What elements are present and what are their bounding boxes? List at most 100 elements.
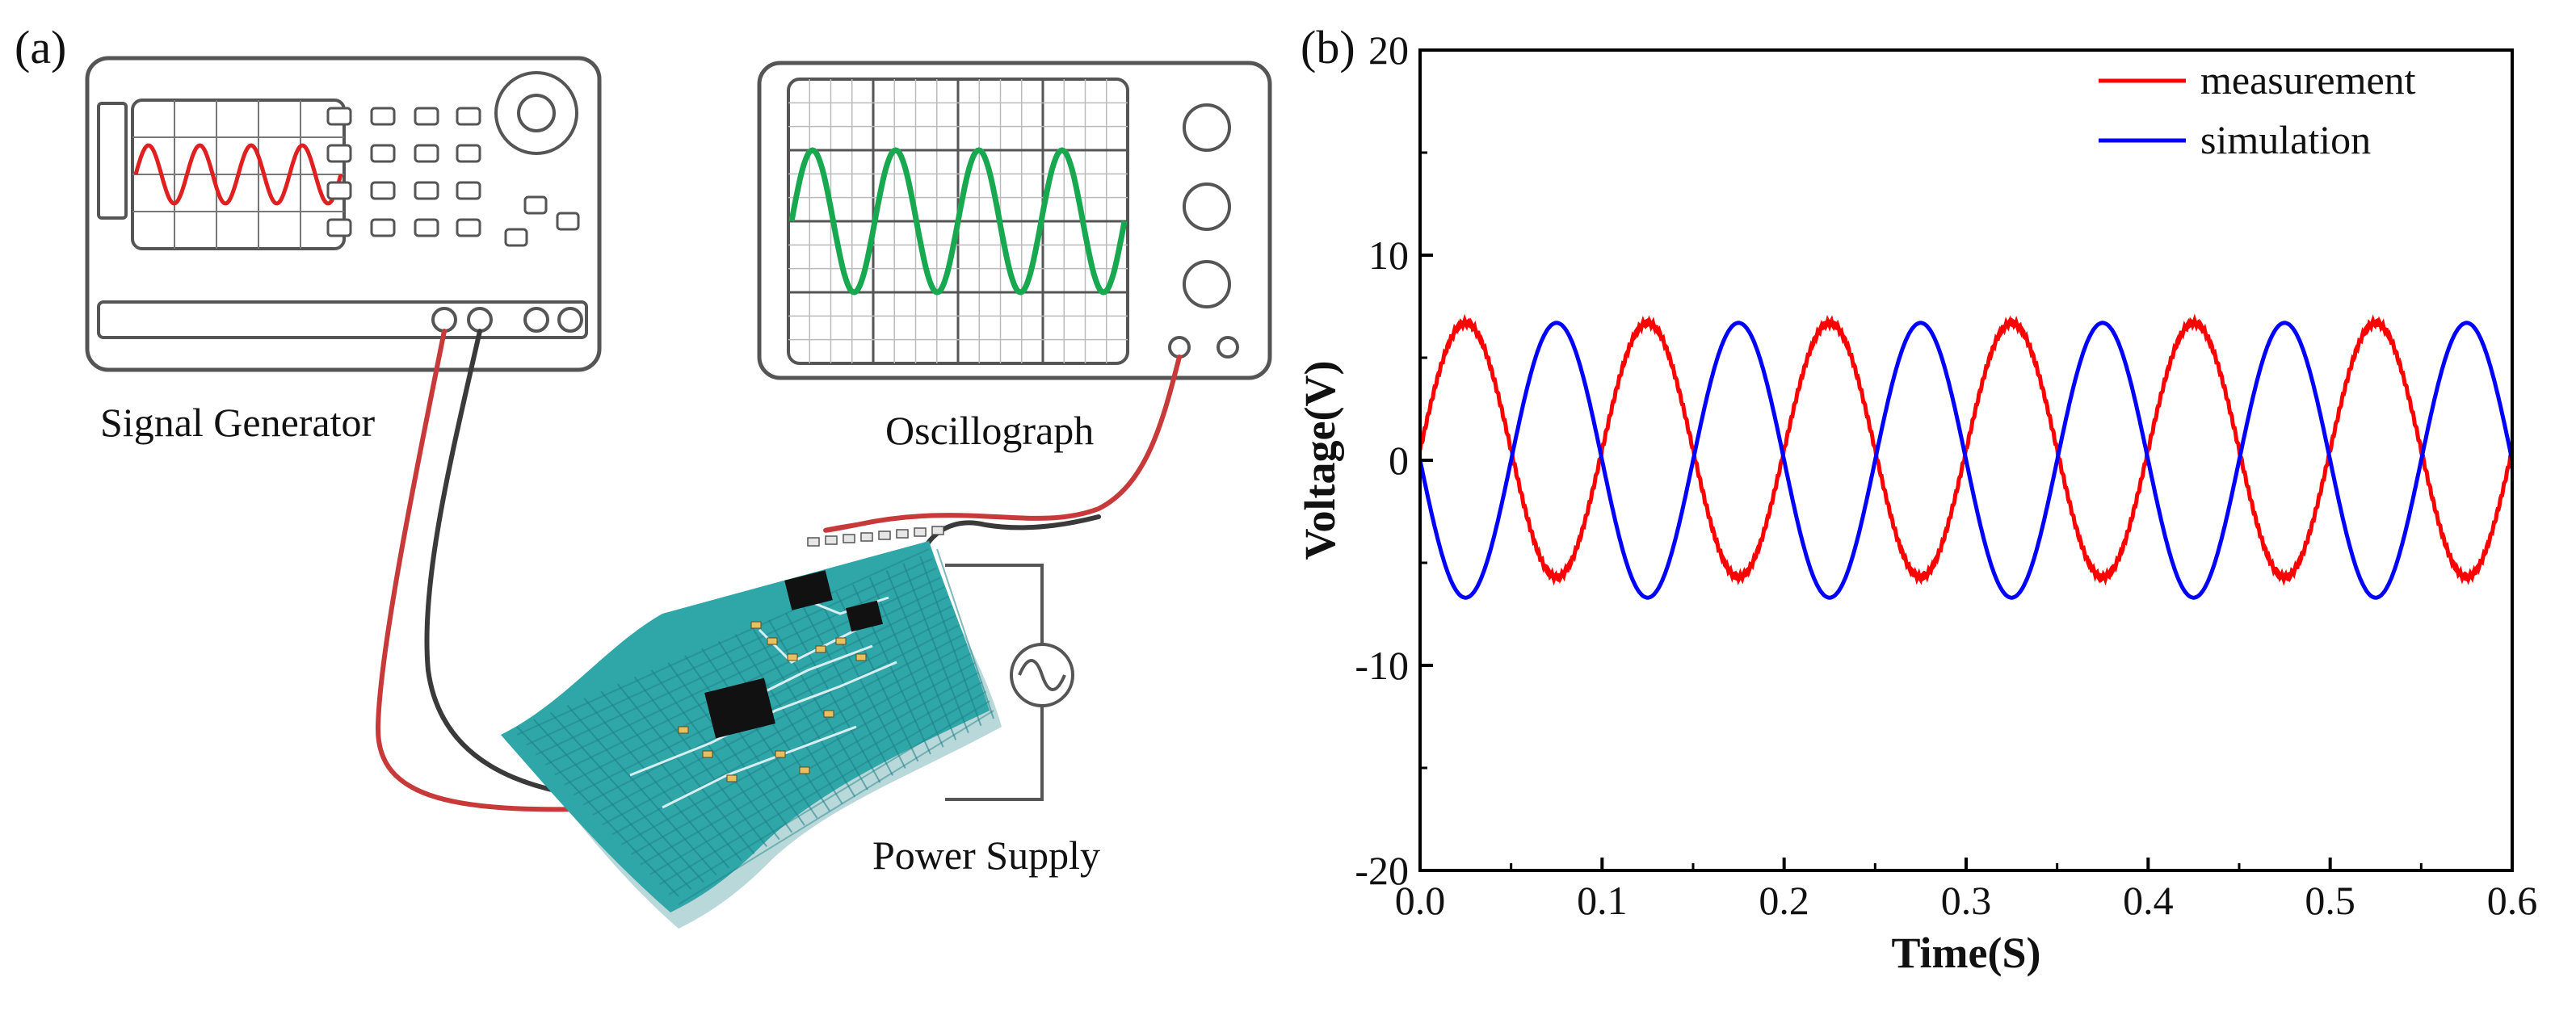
oscillograph-port — [1168, 336, 1191, 359]
smd-component — [855, 653, 867, 661]
keypad-button — [326, 107, 352, 126]
smd-component — [835, 637, 847, 645]
oscillograph-label: Oscillograph — [885, 408, 1094, 453]
connector-pins — [807, 526, 944, 547]
weave-line — [919, 556, 982, 727]
y-tick-label: -20 — [1355, 848, 1409, 893]
weave-line — [717, 640, 831, 812]
panel-a-label: (a) — [15, 21, 66, 73]
panel-a: (a) Signal Generator — [15, 21, 1272, 929]
weave-line — [801, 605, 894, 776]
weave-line — [700, 648, 818, 819]
keypad-button — [456, 218, 481, 237]
oscillograph-knob — [1183, 260, 1231, 308]
connector-pin — [878, 531, 891, 540]
weave-line — [936, 548, 994, 719]
x-tick-label: 0.6 — [2487, 878, 2538, 923]
y-axis-label: Voltage(V) — [1296, 361, 1344, 560]
smd-component — [799, 766, 810, 774]
y-tick-label: 20 — [1368, 27, 1409, 73]
oscillograph-knob — [1183, 182, 1231, 231]
connector-pin — [914, 527, 927, 537]
y-tick-label: -10 — [1355, 643, 1409, 688]
red-wire-generator — [375, 329, 632, 812]
chip-large — [704, 677, 775, 739]
connector-pin — [860, 532, 873, 542]
weave-line — [533, 719, 692, 890]
x-tick-label: 0.2 — [1759, 878, 1809, 923]
keypad-button — [370, 107, 396, 126]
keypad-button — [414, 107, 439, 126]
red-wire-oscillograph — [823, 354, 1182, 533]
keypad-button — [326, 181, 352, 200]
weave-line — [751, 627, 856, 798]
keypad-button — [414, 181, 439, 200]
chip-medium — [784, 570, 833, 610]
signal-generator — [85, 56, 602, 372]
signal-generator-port — [557, 307, 583, 333]
keypad-button — [370, 144, 396, 163]
keypad-button — [523, 195, 548, 215]
smd-component — [767, 637, 778, 645]
smd-component — [678, 726, 689, 734]
weave-line — [526, 557, 934, 746]
wires — [375, 329, 1182, 812]
weave-line — [668, 700, 990, 895]
x-tick-label: 0.5 — [2305, 878, 2355, 923]
weave-line — [818, 598, 906, 770]
oscillograph-knob — [1183, 103, 1231, 152]
smd-component — [823, 710, 834, 718]
weave-line — [658, 690, 987, 886]
signal-generator-wave — [133, 143, 343, 206]
panel-b-label: (b) — [1301, 21, 1355, 73]
weave-line — [566, 704, 717, 876]
weave-line — [617, 683, 755, 854]
smd-components — [678, 621, 867, 782]
keypad-button — [456, 107, 481, 126]
black-wire-board — [918, 514, 1101, 560]
smd-component — [787, 653, 798, 661]
connector-pin — [825, 535, 838, 545]
weave-line — [650, 669, 780, 841]
signal-generator-bottom-panel — [97, 300, 588, 339]
weave-line — [784, 612, 881, 783]
weave-line — [768, 619, 868, 791]
connector-pin — [807, 537, 820, 547]
weave-line — [549, 711, 704, 883]
smd-component — [750, 621, 762, 629]
weave-line — [516, 548, 930, 736]
oscillograph-port — [1217, 336, 1239, 359]
weave-line — [583, 698, 730, 869]
keypad-button — [414, 144, 439, 163]
connector-pin — [931, 526, 944, 535]
fabric-weave — [516, 548, 994, 905]
y-tick-label: 0 — [1389, 438, 1409, 483]
weave-line — [602, 633, 964, 826]
keypad-button — [456, 181, 481, 200]
weave-line — [667, 662, 793, 833]
keypad-button — [456, 144, 481, 163]
smd-component — [815, 645, 826, 653]
weave-line — [684, 655, 805, 826]
power-supply-label: Power Supply — [872, 833, 1100, 878]
y-tick-label: 10 — [1368, 233, 1409, 278]
weave-line — [902, 563, 969, 733]
keypad-button — [556, 212, 580, 231]
weave-line — [630, 662, 975, 856]
power-supply — [945, 564, 1074, 801]
weave-line — [885, 570, 957, 740]
oscillograph — [757, 61, 1272, 380]
weave-line — [536, 567, 937, 756]
weave-line — [633, 676, 767, 848]
x-axis-label: Time(S) — [1892, 929, 2041, 977]
signal-generator-port — [523, 307, 549, 333]
weave-line — [678, 710, 994, 905]
keypad-button — [326, 144, 352, 163]
textile-circuit-board — [501, 526, 1002, 929]
smd-component — [702, 750, 713, 758]
weave-line — [592, 624, 960, 816]
series-line-simulation — [1420, 321, 2512, 600]
